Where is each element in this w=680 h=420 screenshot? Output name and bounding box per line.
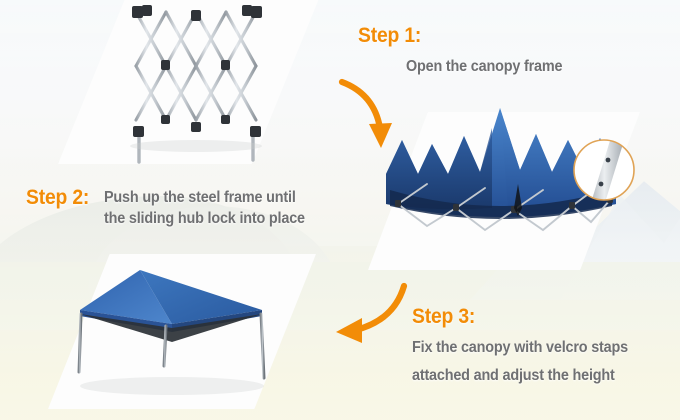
step-1-label: Step 1: [358, 24, 422, 47]
step-1-body-line-1: Open the canopy frame [406, 58, 563, 75]
folded-canopy-frame-photo [58, 0, 320, 164]
step-2-text-block: Step 2: Push up the steel frame until th… [26, 186, 320, 228]
step-2-body-line-2: the sliding hub lock into place [103, 210, 305, 227]
step-3-body-line-2: attached and adjust the height [412, 367, 615, 384]
step-1-text-block: Step 1: Open the canopy frame [358, 24, 574, 76]
step-3-text-block: Step 3: Fix the canopy with velcro staps… [412, 305, 644, 385]
leg-detail-magnifier [573, 139, 635, 201]
folded-frame-illustration [130, 5, 262, 164]
step-3-body-line-1: Fix the canopy with velcro staps [412, 339, 628, 356]
step-3-label: Step 3: [412, 305, 476, 328]
assembled-canopy-photo [48, 254, 316, 411]
arrow-step3-to-panel [336, 282, 408, 343]
step-2-body-line-1: Push up the steel frame until [103, 189, 296, 206]
step-2-body: Push up the steel frame until the slidin… [104, 186, 320, 228]
partially-raised-canopy-illustration [386, 108, 616, 272]
arrow-step1-to-panel [338, 78, 392, 148]
partially-raised-canopy-photo [368, 108, 640, 272]
assembled-canopy-illustration [77, 270, 266, 411]
step-2-label: Step 2: [26, 186, 90, 209]
